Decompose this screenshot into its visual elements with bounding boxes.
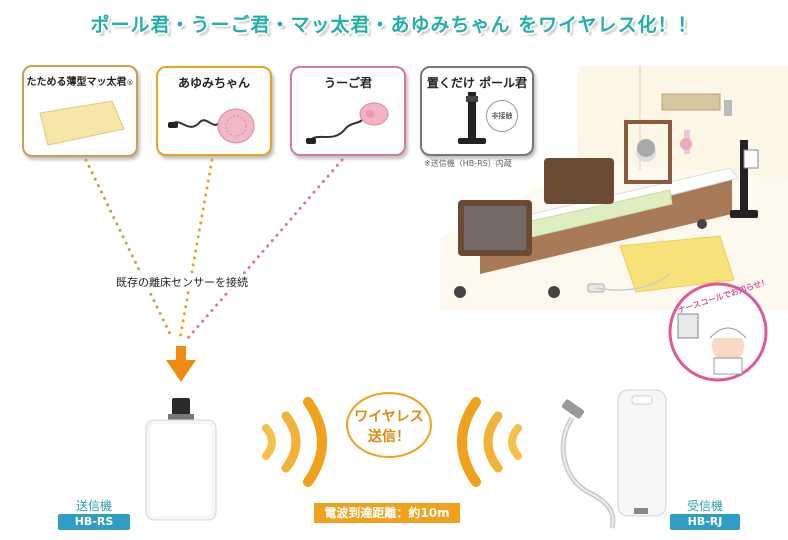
bedroom-scene-image xyxy=(440,66,788,310)
transmitter-model: HB-RS xyxy=(58,514,130,530)
wave-left-icon xyxy=(262,397,327,487)
wave-right-icon xyxy=(457,397,522,487)
sensor-card-ayumichan: あゆみちゃん xyxy=(156,66,272,156)
sensor-card-mattakun: たためる薄型マッ太君® xyxy=(22,65,138,157)
non-contact-label: 非接触 xyxy=(491,112,513,120)
sensor-label-uugokun: うーご君 xyxy=(323,76,372,90)
clip-sensor-image xyxy=(168,108,255,144)
sensor-card-uugokun: うーご君 xyxy=(290,66,406,156)
arrow-down-icon xyxy=(166,346,196,382)
sensor-label-ayumichan: あゆみちゃん xyxy=(177,76,250,90)
receiver-name: 受信機 xyxy=(686,499,723,513)
pole-sensor-image xyxy=(458,92,486,144)
nurse-call-badge xyxy=(668,282,768,382)
receiver-model: HB-RJ xyxy=(670,514,740,530)
distance-label: 電波到達距離：約10m xyxy=(314,503,460,523)
motion-sensor-image xyxy=(306,102,389,144)
sensor-card-polekun: 置くだけ ポール君 非接触 xyxy=(420,66,534,156)
sensor-label-polekun: 置くだけ ポール君 xyxy=(426,76,528,90)
transmitter-name: 送信機 xyxy=(75,499,112,513)
connect-caption: 既存の離床センサーを接続 xyxy=(112,274,252,290)
wireless-bubble-line1: ワイヤレス xyxy=(354,409,424,425)
mat-sensor-image xyxy=(39,100,125,146)
transmitter-builtin-note: ※送信機（HB-RS）内蔵 xyxy=(424,159,512,168)
wireless-bubble-line2: 送信！ xyxy=(368,429,410,445)
non-contact-badge: 非接触 xyxy=(486,100,518,132)
registered-mark: ® xyxy=(126,79,134,87)
page-headline: ポール君・うーご君・マッ太君・あゆみちゃん をワイヤレス化！！ xyxy=(90,14,698,36)
sensor-label-mattakun: たためる薄型マッ太君 xyxy=(26,77,127,88)
wireless-bubble: ワイヤレス 送信！ xyxy=(346,392,432,458)
receiver-device-image xyxy=(560,389,667,529)
transmitter-device-image xyxy=(145,398,217,521)
